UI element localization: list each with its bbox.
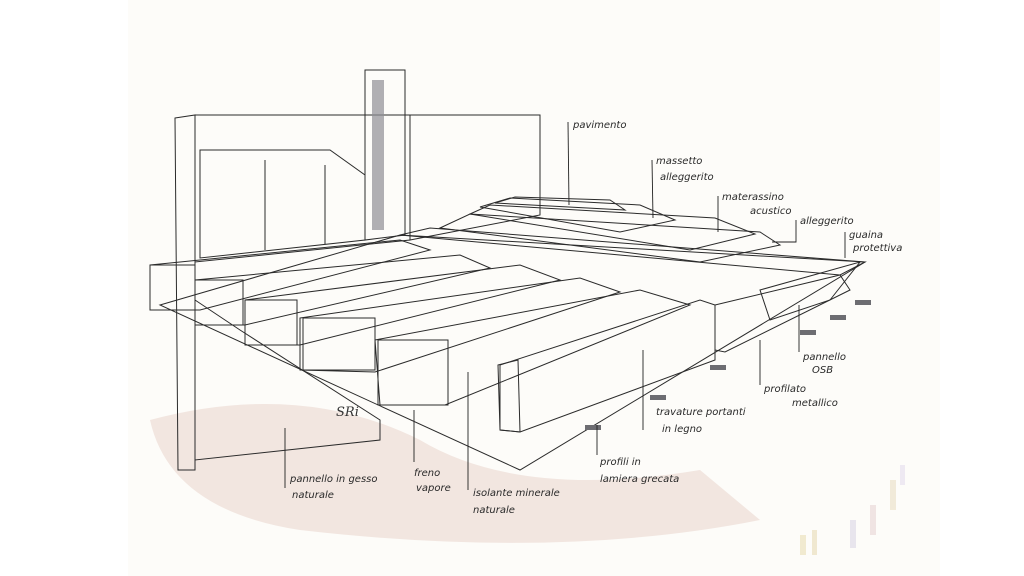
label-massetto-2: alleggerito bbox=[660, 172, 714, 183]
label-freno-2: vapore bbox=[416, 483, 451, 494]
timber-joists bbox=[149, 239, 716, 433]
label-freno: freno bbox=[414, 468, 440, 479]
label-guaina: guaina bbox=[849, 230, 883, 241]
label-lamiera: profili in bbox=[599, 457, 641, 468]
signature: SRi bbox=[336, 405, 359, 420]
label-osb-2: OSB bbox=[812, 365, 833, 376]
label-materassino: materassino bbox=[722, 192, 784, 203]
colour-test-swatches bbox=[800, 465, 905, 555]
label-travature: travature portanti bbox=[656, 407, 746, 418]
label-materassino-2: acustico bbox=[750, 206, 792, 217]
label-profilato-2: metallico bbox=[792, 398, 838, 409]
label-pavimento: pavimento bbox=[572, 120, 626, 131]
label-alleggerito: alleggerito bbox=[800, 216, 854, 227]
ground-wash bbox=[150, 404, 760, 543]
label-travature-2: in legno bbox=[662, 424, 702, 435]
label-massetto: massetto bbox=[656, 156, 702, 167]
label-gesso: pannello in gesso bbox=[289, 474, 378, 485]
label-gesso-2: naturale bbox=[292, 490, 334, 501]
label-guaina-2: protettiva bbox=[852, 243, 902, 254]
corrugated-profiles bbox=[585, 300, 871, 430]
label-osb: pannello bbox=[802, 352, 846, 363]
floor-finish bbox=[494, 196, 627, 211]
label-profilato: profilato bbox=[763, 384, 806, 395]
wall bbox=[174, 69, 541, 471]
floor-layers bbox=[399, 196, 867, 353]
label-isolante: isolante minerale bbox=[473, 488, 560, 499]
leader-lines bbox=[284, 121, 846, 490]
label-lamiera-2: lamiera grecata bbox=[600, 474, 679, 485]
label-isolante-2: naturale bbox=[473, 505, 515, 516]
